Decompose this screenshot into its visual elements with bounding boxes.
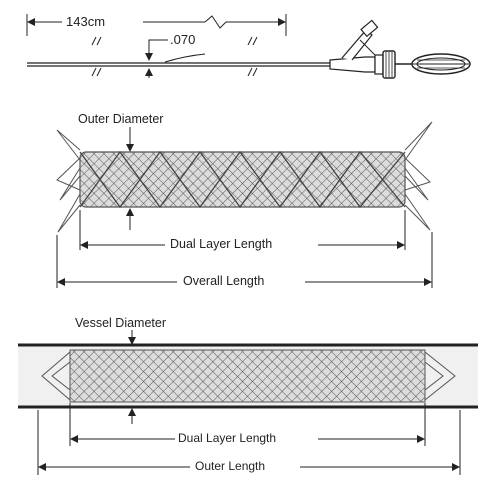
delivery-catheter [26,14,412,79]
delivery-length-label: 143cm [66,14,106,29]
overall-length-label: Overall Length [183,274,265,288]
vessel-diameter-label: Vessel Diameter [75,316,167,330]
balloon-icon [411,53,471,75]
stent-mesh-icon [56,121,433,233]
dual-layer-length-label-bottom: Dual Layer Length [178,431,277,445]
vessel-icon [18,343,478,409]
dual-layer-length-label-top: Dual Layer Length [170,237,273,251]
outer-length-label: Outer Length [195,459,266,473]
vessel-dimensions [37,330,461,475]
wire-diameter-label: .070 [170,32,196,47]
stent-dimensions [56,127,433,288]
outer-diameter-label: Outer Diameter [78,112,164,126]
